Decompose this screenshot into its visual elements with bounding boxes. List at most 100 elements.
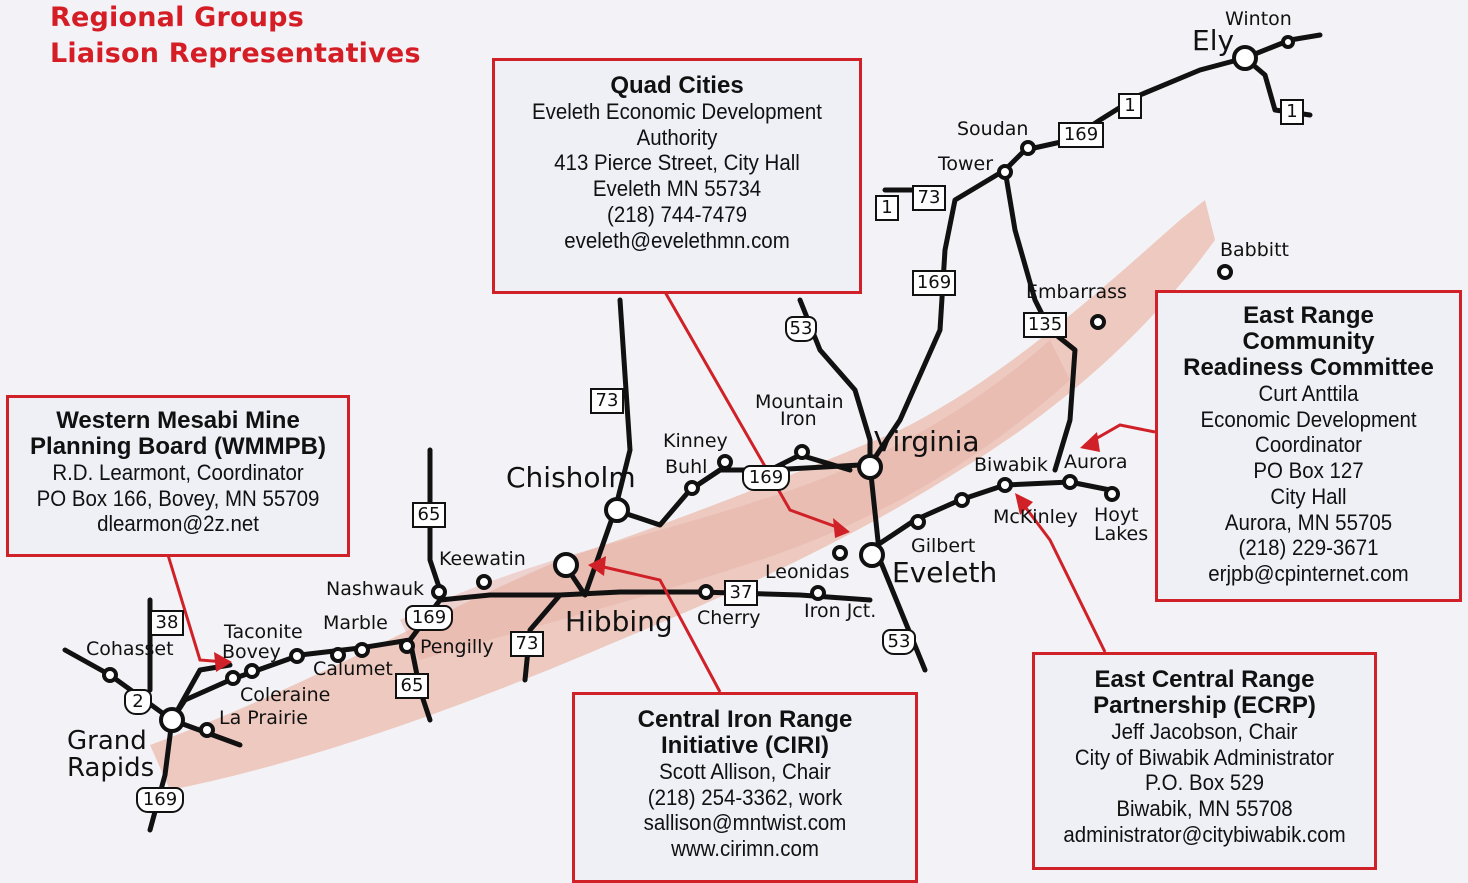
box-title: Quad Cities <box>610 72 744 99</box>
route-169-shield: 169 <box>1058 122 1104 148</box>
label-buhl: Buhl <box>665 456 708 478</box>
route-73-shield: 73 <box>590 388 624 414</box>
label-cherry: Cherry <box>697 607 761 629</box>
calumet-marker <box>330 647 346 663</box>
box-line: Scott Allison, Chair <box>659 759 831 784</box>
box-line: R.D. Learmont, Coordinator <box>52 460 304 485</box>
box-title: East Central Range <box>1094 666 1315 693</box>
box-title: Central Iron Range <box>637 706 853 733</box>
embarrass-marker <box>1090 314 1106 330</box>
label-virginia: Virginia <box>874 425 980 458</box>
route-1-shield: 1 <box>1118 93 1142 119</box>
leonidas-marker <box>832 545 848 561</box>
label-calumet: Calumet <box>313 658 393 680</box>
soudan-marker <box>1020 140 1036 156</box>
box-line: PO Box 166, Bovey, MN 55709 <box>36 485 320 511</box>
box-line: (218) 744-7479 <box>607 201 747 227</box>
label-aurora: Aurora <box>1064 451 1128 473</box>
box-line: City of Biwabik Administrator <box>1074 744 1335 770</box>
iron-range-watercolor <box>150 200 1215 790</box>
east-range-box: East Range Community Readiness Committee… <box>1155 290 1462 602</box>
box-line: Aurora, MN 55705 <box>1224 509 1393 535</box>
coleraine-marker <box>225 670 241 686</box>
box-line: Authority <box>636 124 718 150</box>
route-169-shield: 169 <box>405 605 453 631</box>
box-line: administrator@citybiwabik.com <box>1063 821 1346 847</box>
label-babbitt: Babbitt <box>1220 239 1289 261</box>
label-biwabik: Biwabik <box>974 454 1048 476</box>
aurora-marker <box>1062 474 1078 490</box>
header-line-2: Liaison Representatives <box>50 38 421 69</box>
taconite-marker <box>289 648 305 664</box>
label-eveleth: Eveleth <box>892 556 998 589</box>
box-line: Coordinator <box>1255 432 1362 458</box>
wmmpb-box: Western Mesabi Mine Planning Board (WMMP… <box>6 395 350 557</box>
box-line: eveleth@evelethmn.com <box>564 227 790 253</box>
label-chisholm: Chisholm <box>506 461 636 494</box>
kinney-marker <box>717 454 733 470</box>
box-line: P.O. Box 529 <box>1144 770 1265 796</box>
box-title: Partnership (ECRP) <box>1093 692 1316 719</box>
biwabik-marker <box>954 492 970 508</box>
city-markers <box>102 35 1295 738</box>
pengilly-marker <box>399 638 415 654</box>
box-line: sallison@mntwist.com <box>643 810 847 836</box>
label-cohasset: Cohasset <box>86 638 174 660</box>
route-53-shield: 53 <box>785 316 817 342</box>
route-1-shield: 1 <box>875 195 899 221</box>
winton-marker <box>1281 35 1295 49</box>
box-line: Curt Anttila <box>1258 381 1359 406</box>
label-winton: Winton <box>1225 8 1292 30</box>
box-line: www.cirimn.com <box>671 836 819 862</box>
route-169-shield: 169 <box>912 270 956 296</box>
label-ely: Ely <box>1192 24 1235 57</box>
route-65-shield: 65 <box>412 502 446 528</box>
route-1-shield: 1 <box>1280 99 1304 125</box>
route-37-shield: 37 <box>724 580 758 606</box>
label-gilbert: Gilbert <box>911 535 976 557</box>
route-73-shield: 73 <box>510 631 544 657</box>
box-title: Planning Board (WMMPB) <box>30 433 326 460</box>
label-embarrass: Embarrass <box>1026 281 1127 303</box>
label-hoyt: Hoyt <box>1094 504 1139 526</box>
box-title: Community <box>1242 328 1375 355</box>
label-la-prairie: La Prairie <box>219 707 308 729</box>
label-mountain: Mountain <box>755 391 844 413</box>
label-iron-jct: Iron Jct. <box>804 600 877 622</box>
hoyt-lakes-marker <box>1104 486 1120 502</box>
label-mckinley: McKinley <box>993 506 1078 528</box>
mountain-iron-marker <box>794 444 810 460</box>
route-169-shield: 169 <box>742 465 790 491</box>
label-mountain-iron: Iron <box>780 408 817 430</box>
cohasset-marker <box>102 667 118 683</box>
tower-marker <box>997 164 1013 180</box>
route-2-shield: 2 <box>124 689 152 715</box>
label-nashwauk: Nashwauk <box>326 578 425 600</box>
label-hibbing: Hibbing <box>565 605 673 638</box>
box-line: City Hall <box>1270 483 1347 509</box>
route-169-shield: 169 <box>136 787 184 813</box>
box-title: Readiness Committee <box>1183 354 1434 381</box>
nashwauk-marker <box>431 584 447 600</box>
ely-marker <box>1232 45 1258 71</box>
chisholm-marker <box>604 497 630 523</box>
label-kinney: Kinney <box>663 430 728 452</box>
route-53-shield: 53 <box>882 629 916 655</box>
box-line: Biwabik, MN 55708 <box>1116 796 1293 822</box>
grand-rapids-marker <box>159 707 185 733</box>
buhl-marker <box>684 480 700 496</box>
header-line-1: Regional Groups <box>50 2 304 33</box>
mckinley-marker <box>997 477 1013 493</box>
label-tower: Tower <box>938 153 994 175</box>
ciri-box: Central Iron Range Initiative (CIRI) Sco… <box>572 692 918 883</box>
box-title: East Range <box>1243 302 1374 329</box>
ecrp-box: East Central Range Partnership (ECRP) Je… <box>1032 652 1377 870</box>
box-line: (218) 254-3362, work <box>647 784 843 810</box>
box-title: Western Mesabi Mine <box>56 407 300 434</box>
cherry-marker <box>698 584 714 600</box>
label-bovey: Bovey <box>222 641 281 663</box>
box-line: Jeff Jacobson, Chair <box>1111 719 1298 744</box>
box-line: Eveleth Economic Development <box>531 99 822 124</box>
box-line: erjpb@cpinternet.com <box>1208 560 1409 586</box>
